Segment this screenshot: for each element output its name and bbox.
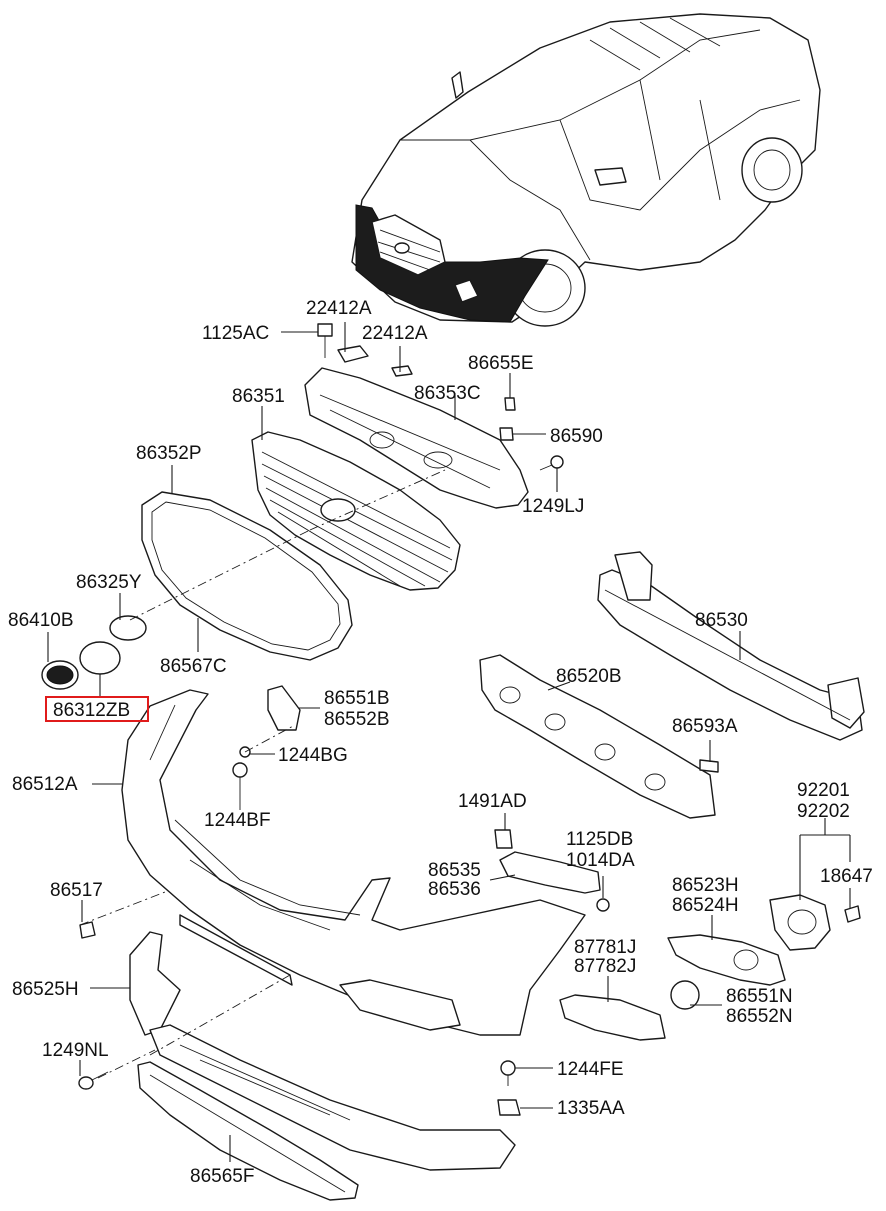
- label-86523H: 86523H: [672, 875, 739, 896]
- fog-lamp-bezel: [559, 980, 700, 1041]
- label-86325Y: 86325Y: [76, 572, 142, 593]
- label-87781J: 87781J: [574, 937, 636, 958]
- label-1249LJ: 1249LJ: [522, 496, 584, 517]
- label-1491AD: 1491AD: [458, 791, 527, 812]
- label-86552B: 86552B: [324, 709, 390, 730]
- label-86551B: 86551B: [324, 688, 390, 709]
- emblem-assembly: [41, 615, 147, 690]
- label-86525H: 86525H: [12, 979, 79, 1000]
- fasteners: [78, 323, 719, 1116]
- alignment-lines: [79, 469, 446, 1079]
- label-86590: 86590: [550, 426, 603, 447]
- label-92202: 92202: [797, 801, 850, 822]
- label-86520B: 86520B: [556, 666, 622, 687]
- label-1244BF: 1244BF: [204, 810, 271, 831]
- label-1249NL: 1249NL: [42, 1040, 109, 1061]
- side-bracket-upper: [267, 685, 301, 731]
- label-86655E: 86655E: [468, 353, 534, 374]
- grille-surround-frame: [141, 491, 353, 661]
- highlight-box: [45, 696, 149, 722]
- leader-lines: [47, 322, 851, 1162]
- label-86512A: 86512A: [12, 774, 78, 795]
- label-1014DA: 1014DA: [566, 850, 635, 871]
- label-18647: 18647: [820, 866, 873, 887]
- label-87782J: 87782J: [574, 956, 636, 977]
- fog-lamp-cover: [667, 934, 786, 986]
- label-86565F: 86565F: [190, 1166, 254, 1187]
- bumper-back-beam: [597, 551, 865, 741]
- skid-plate-86565F: [137, 1061, 359, 1201]
- side-cover-86525H: [129, 931, 181, 1036]
- label-86352P: 86352P: [136, 443, 202, 464]
- label-86536: 86536: [428, 879, 481, 900]
- vehicle-illustration: [351, 13, 821, 327]
- label-92201: 92201: [797, 780, 850, 801]
- fog-lamp-assembly: [769, 894, 861, 951]
- label-86312ZB: 86312ZB: [53, 700, 130, 721]
- label-86551N: 86551N: [726, 986, 793, 1007]
- part-labels: 22412A 1125AC 22412A 86655E 86351 86353C…: [8, 298, 873, 1187]
- label-1244BG: 1244BG: [278, 745, 348, 766]
- label-86593A: 86593A: [672, 716, 738, 737]
- energy-absorber: [479, 654, 716, 819]
- label-86517: 86517: [50, 880, 103, 901]
- label-86353C: 86353C: [414, 383, 481, 404]
- bumper-cover: [121, 689, 586, 1036]
- lower-reinforcement: [149, 1024, 516, 1171]
- label-1244FE: 1244FE: [557, 1059, 624, 1080]
- label-86530: 86530: [695, 610, 748, 631]
- label-86567C: 86567C: [160, 656, 227, 677]
- label-86410B: 86410B: [8, 610, 74, 631]
- label-22412A-top: 22412A: [306, 298, 372, 319]
- label-22412A-mid: 22412A: [362, 323, 428, 344]
- label-1335AA: 1335AA: [557, 1098, 625, 1119]
- radiator-grille: [251, 431, 461, 591]
- label-86552N: 86552N: [726, 1006, 793, 1027]
- label-86524H: 86524H: [672, 895, 739, 916]
- bracket-86535: [494, 829, 601, 894]
- label-86351: 86351: [232, 386, 285, 407]
- label-86535: 86535: [428, 860, 481, 881]
- label-1125AC: 1125AC: [202, 323, 269, 344]
- label-1125DB: 1125DB: [566, 829, 633, 850]
